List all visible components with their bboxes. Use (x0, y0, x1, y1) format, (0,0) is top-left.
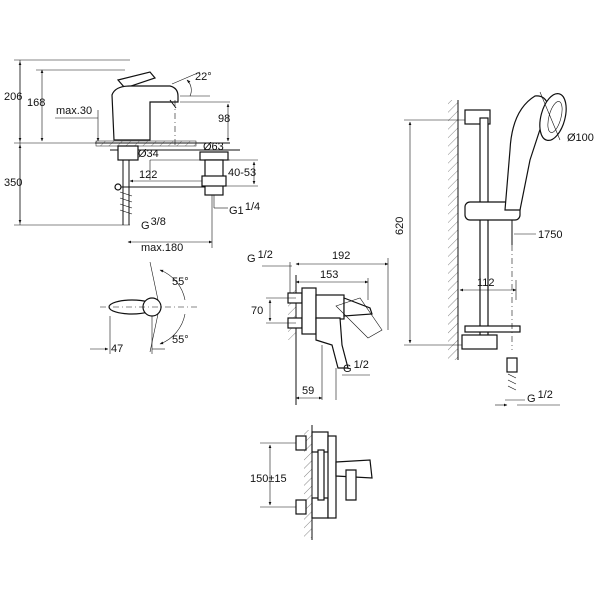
height-168-label: 168 (27, 97, 45, 109)
dia-100-label: Ø100 (567, 132, 594, 144)
shower-mixer-body (301, 287, 317, 335)
hose-1750-label: 1750 (538, 229, 562, 241)
waste-flange (199, 151, 229, 161)
soap-dish (464, 325, 521, 333)
shower-outlet (315, 317, 349, 369)
dim-70-label: 70 (251, 305, 263, 317)
dim-122-label: 122 (139, 169, 157, 181)
dim-153-label: 153 (320, 269, 338, 281)
shower-rail (479, 117, 489, 349)
basin-mixer-drawing: 206 350 168 max.30 22° 98 Ø34 Ø63 (4, 59, 260, 254)
angle-55-top-label: 55° (172, 276, 189, 288)
dim-98-label: 98 (218, 113, 230, 125)
dia-34-label: Ø34 (138, 148, 159, 160)
shower-lever (343, 297, 373, 317)
connection-body (335, 459, 373, 479)
max-180-label: max.180 (141, 242, 183, 254)
rail-bottom-bracket (461, 334, 498, 350)
height-350-label: 350 (4, 177, 22, 189)
basin-mixer-body (111, 85, 179, 141)
g38-thread-label: G3/8 (141, 216, 166, 232)
max-30-label: max.30 (56, 105, 92, 117)
angle-22-label: 22° (195, 71, 212, 83)
dia-63-label: Ø63 (203, 141, 224, 153)
dim-150-label: 150±15 (250, 473, 287, 485)
wall-connection-drawing: 150±15 (250, 425, 373, 540)
basin-lever (116, 71, 157, 89)
shower-head (539, 93, 567, 141)
height-206-label: 206 (4, 91, 22, 103)
angle-55-bottom-label: 55° (172, 334, 189, 346)
dim-47-label: 47 (111, 343, 123, 355)
range-40-53-label: 40-53 (228, 167, 256, 179)
dim-192-label: 192 (332, 250, 350, 262)
dim-59-label: 59 (302, 385, 314, 397)
dim-112-label: 112 (477, 277, 495, 289)
lever-plan-drawing: 55° 55° 47 (90, 261, 200, 355)
height-620-label: 620 (394, 217, 406, 235)
